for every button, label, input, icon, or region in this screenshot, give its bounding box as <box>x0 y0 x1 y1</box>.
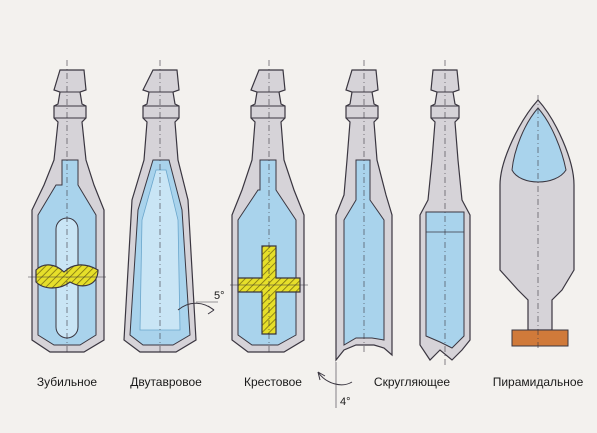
chisel-bit-icon <box>28 60 106 355</box>
tool-label-i-beam: Двутавровое <box>130 375 202 389</box>
angle-label-5: 5° <box>214 290 225 302</box>
tool-label-chisel: Зубильное <box>36 375 98 389</box>
cross-bit-icon <box>230 60 308 355</box>
rounding-bit-icon <box>317 60 393 408</box>
tool-label-rounding: Скругляющее <box>373 375 451 389</box>
i-beam-bit-icon <box>123 60 218 355</box>
tool-label-pyramid: Пирамидальное <box>492 375 584 389</box>
rounding-bit-2-icon <box>419 60 471 365</box>
tool-label-cross: Крестовое <box>244 375 302 389</box>
angle-label-4: 4° <box>340 396 351 408</box>
pyramid-bit-icon <box>499 95 575 350</box>
